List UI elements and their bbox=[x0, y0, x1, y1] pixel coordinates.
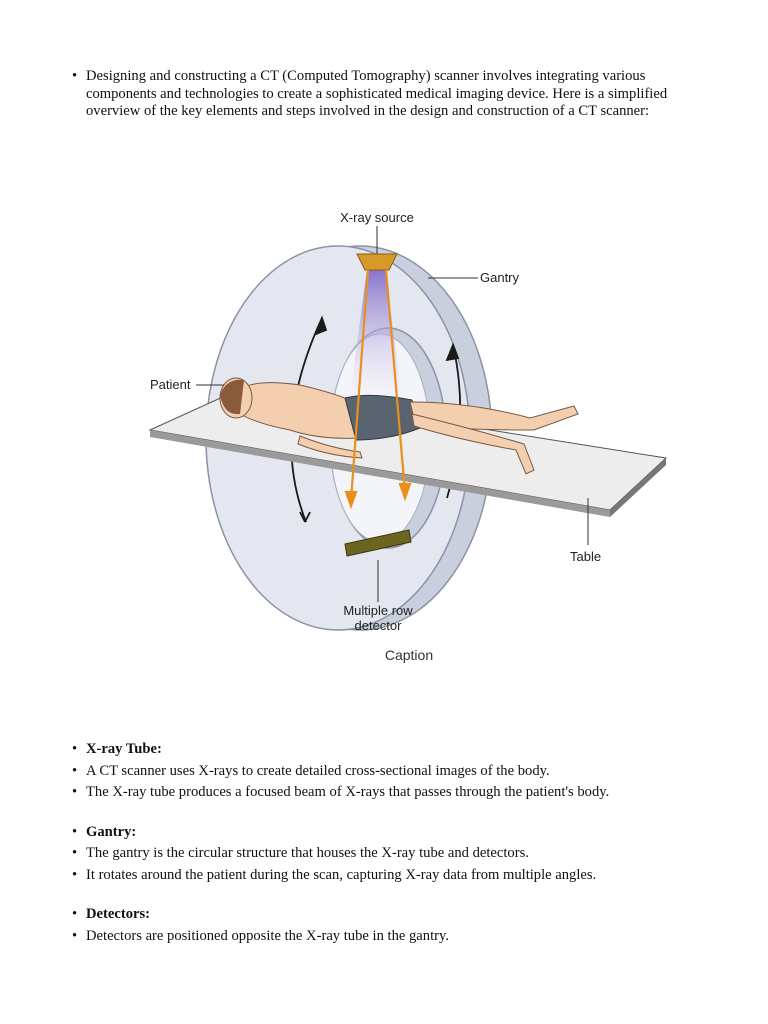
gantry-point-2: It rotates around the patient during the… bbox=[72, 867, 752, 885]
intro-paragraph: Designing and constructing a CT (Compute… bbox=[72, 68, 702, 121]
xray-tube-point-1: A CT scanner uses X-rays to create detai… bbox=[72, 763, 752, 781]
label-patient: Patient bbox=[150, 377, 191, 392]
label-xray-source: X-ray source bbox=[340, 210, 414, 225]
intro-list: Designing and constructing a CT (Compute… bbox=[72, 68, 702, 121]
figure-caption: Caption bbox=[385, 647, 433, 663]
label-detector-line2: detector bbox=[355, 618, 403, 633]
ct-scanner-diagram: X-ray source Gantry Patient Table Multip… bbox=[148, 210, 668, 663]
gantry-heading: Gantry: bbox=[72, 824, 752, 842]
xray-beam bbox=[348, 270, 404, 410]
label-table: Table bbox=[570, 549, 601, 564]
detector-block bbox=[344, 529, 412, 557]
xray-tube-point-2: The X-ray tube produces a focused beam o… bbox=[72, 784, 752, 802]
xray-tube-heading: X-ray Tube: bbox=[72, 741, 752, 759]
beam-direction-arrows bbox=[344, 269, 412, 510]
gantry-point-1: The gantry is the circular structure tha… bbox=[72, 845, 752, 863]
patient-figure bbox=[219, 377, 579, 475]
xray-source-block bbox=[356, 253, 398, 271]
leader-lines bbox=[196, 226, 589, 602]
label-gantry: Gantry bbox=[480, 270, 520, 285]
label-detector-line1: Multiple row bbox=[343, 603, 413, 618]
detectors-point-1: Detectors are positioned opposite the X-… bbox=[72, 928, 752, 946]
detectors-heading: Detectors: bbox=[72, 906, 752, 924]
sections-list: X-ray Tube: A CT scanner uses X-rays to … bbox=[72, 741, 752, 945]
